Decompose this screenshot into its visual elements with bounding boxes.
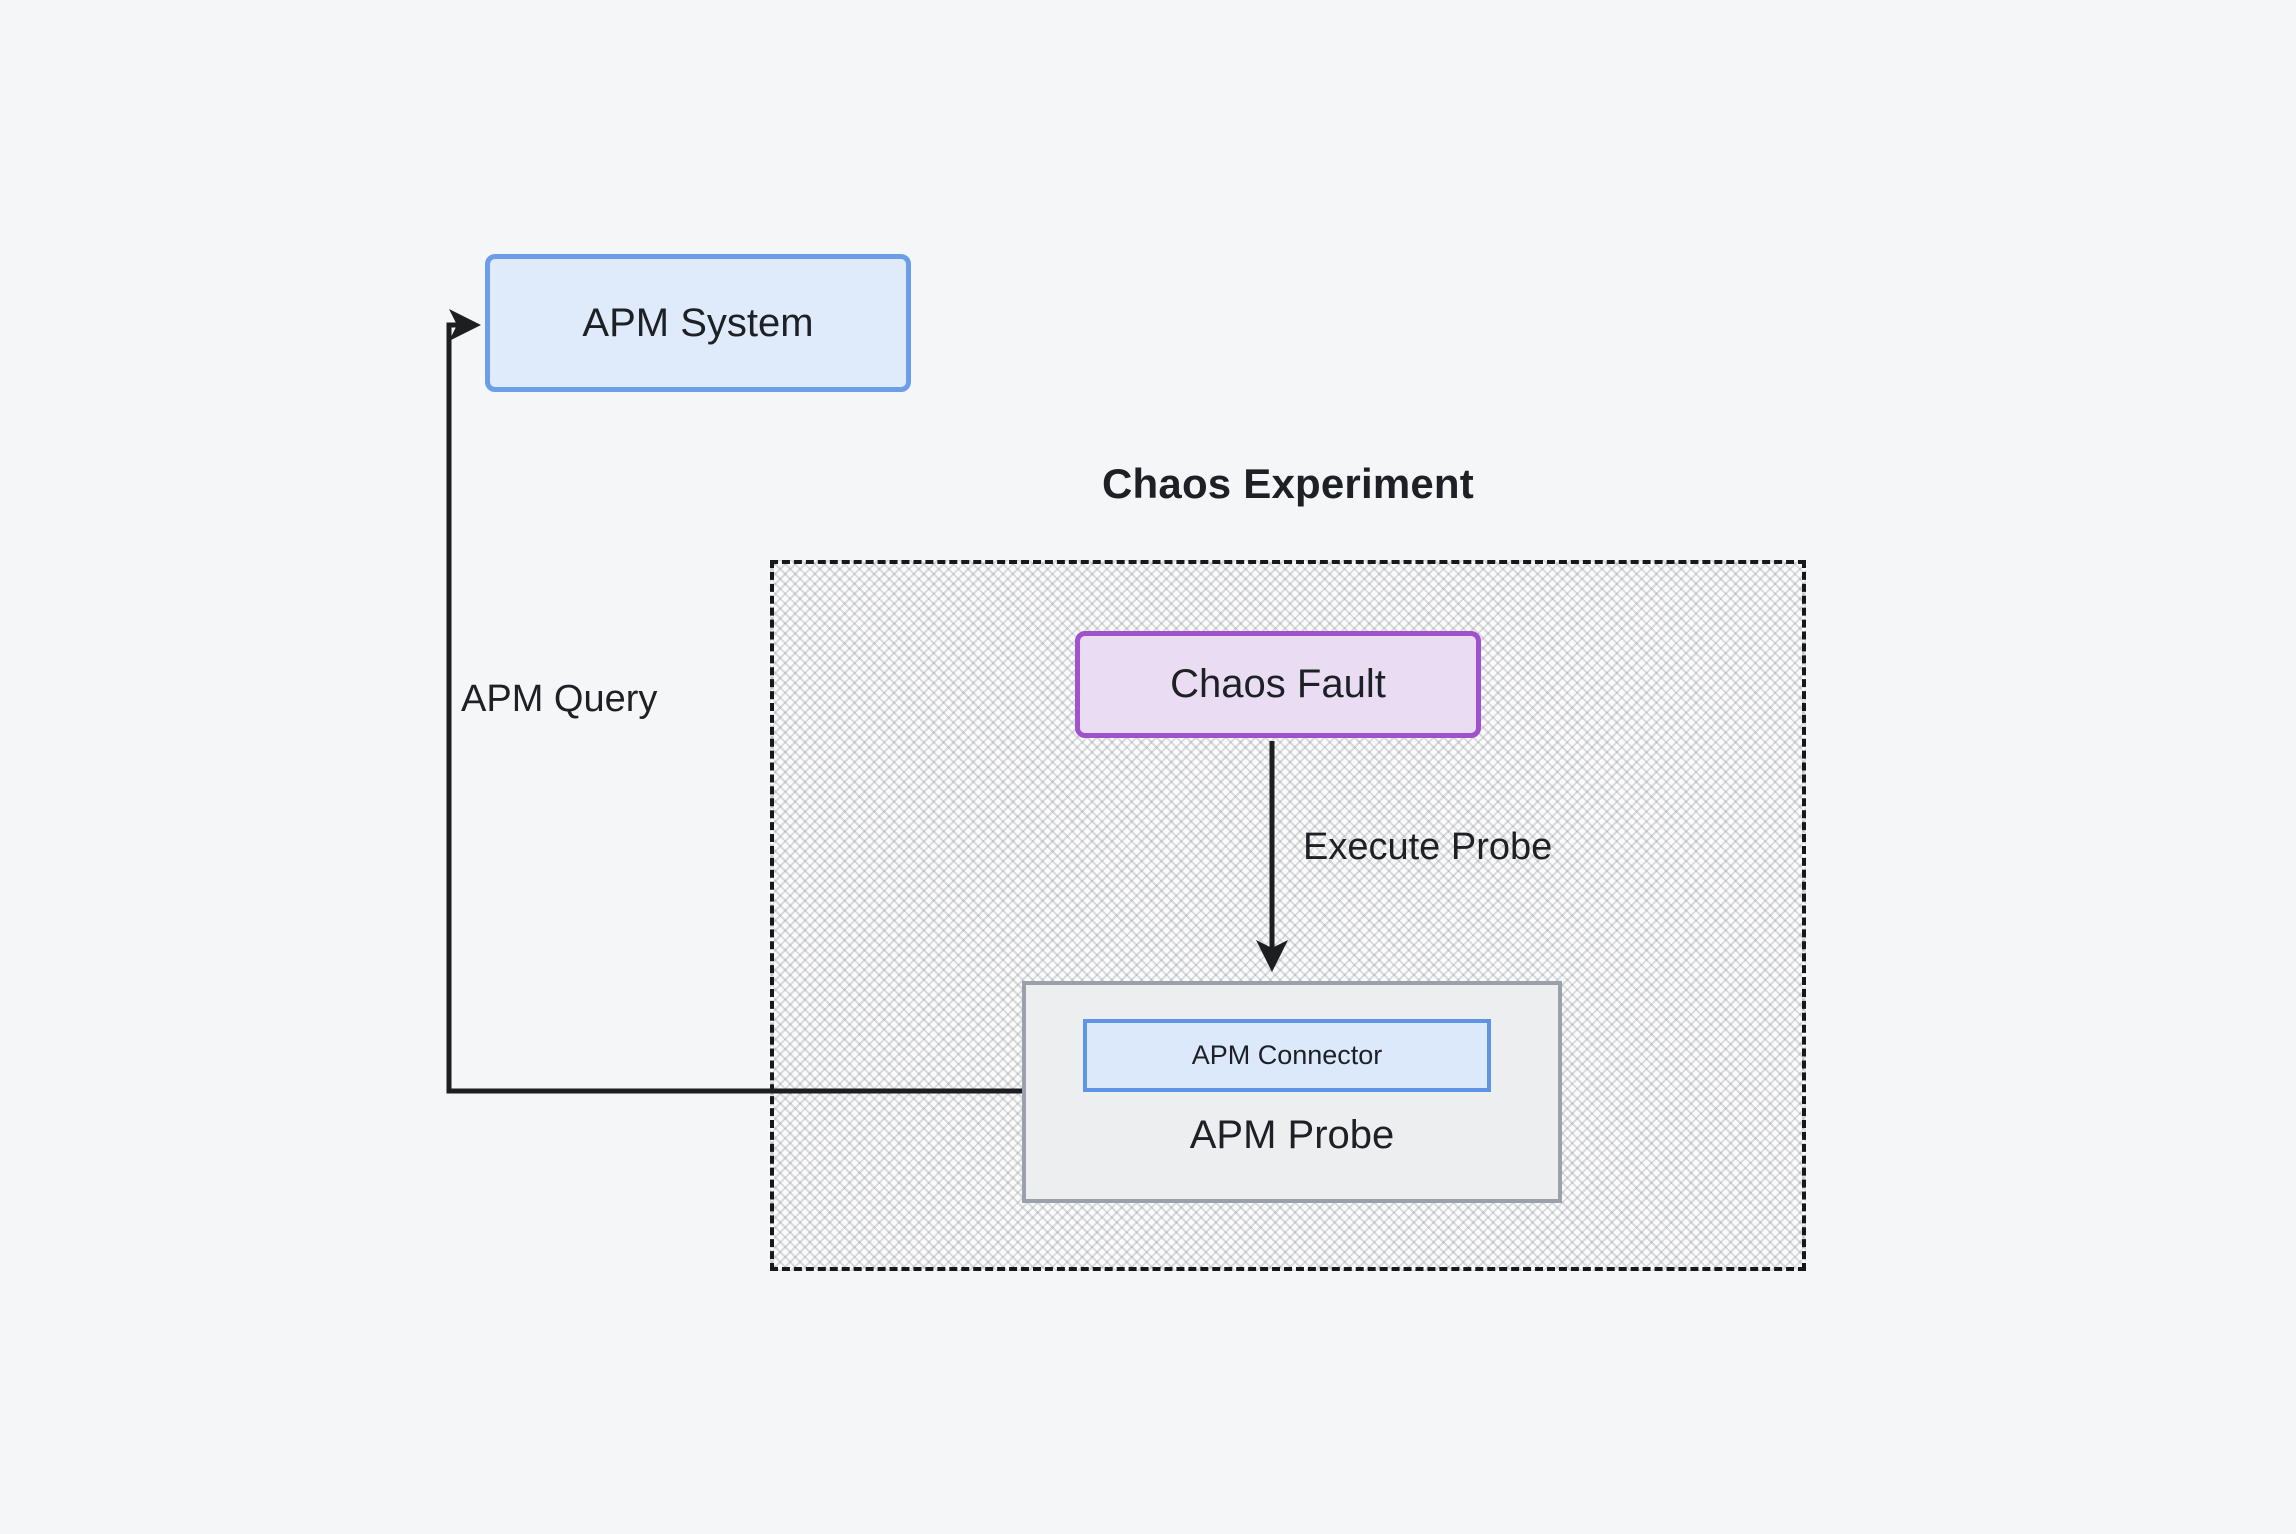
apm-probe-label: APM Probe <box>1189 1113 1395 1157</box>
apm-query-arrowhead <box>449 309 481 341</box>
apm-connector-label: APM Connector <box>1191 1040 1383 1070</box>
chaos-experiment-title: Chaos Experiment <box>1102 460 1474 507</box>
apm-probe-node: APM Connector APM Probe <box>1022 981 1562 1203</box>
chaos-fault-label: Chaos Fault <box>1170 662 1386 706</box>
apm-connector-node: APM Connector <box>1083 1019 1491 1092</box>
apm-system-node: APM System <box>485 254 911 392</box>
execute-probe-edge-label: Execute Probe <box>1303 826 1553 868</box>
apm-system-label: APM System <box>582 300 814 345</box>
chaos-fault-node: Chaos Fault <box>1075 631 1481 738</box>
apm-query-edge-label: APM Query <box>461 678 658 720</box>
